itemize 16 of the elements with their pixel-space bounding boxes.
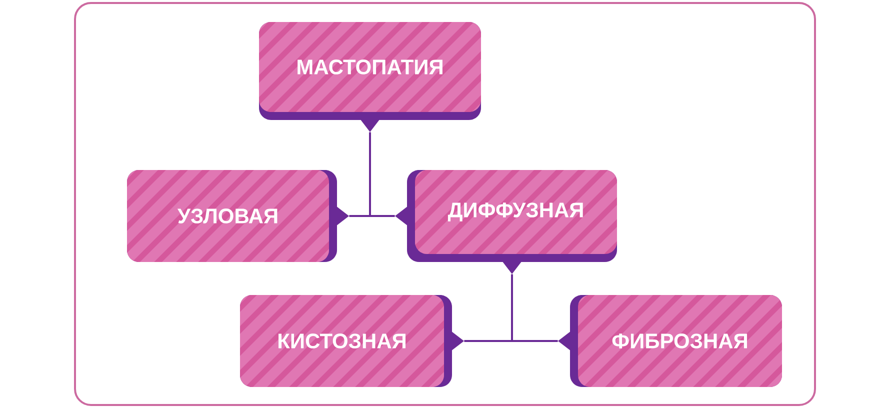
label-box (127, 170, 349, 262)
label-box (240, 295, 464, 387)
label-box (259, 22, 481, 132)
box-label: МАСТОПАТИЯ (298, 60, 442, 74)
box-label: УЗЛОВАЯ (177, 208, 278, 224)
connector-line (511, 274, 513, 341)
box-label: ДИФФУЗНАЯ (448, 202, 583, 222)
label-box (395, 170, 617, 274)
label-box (558, 295, 782, 387)
connector-line (512, 340, 558, 342)
connector-line (349, 215, 370, 217)
box-label: ФИБРОЗНАЯ (612, 334, 747, 348)
connector-line (370, 215, 395, 217)
box-label: КИСТОЗНАЯ (278, 334, 406, 348)
connector-line (464, 340, 512, 342)
connector-line (369, 132, 371, 216)
